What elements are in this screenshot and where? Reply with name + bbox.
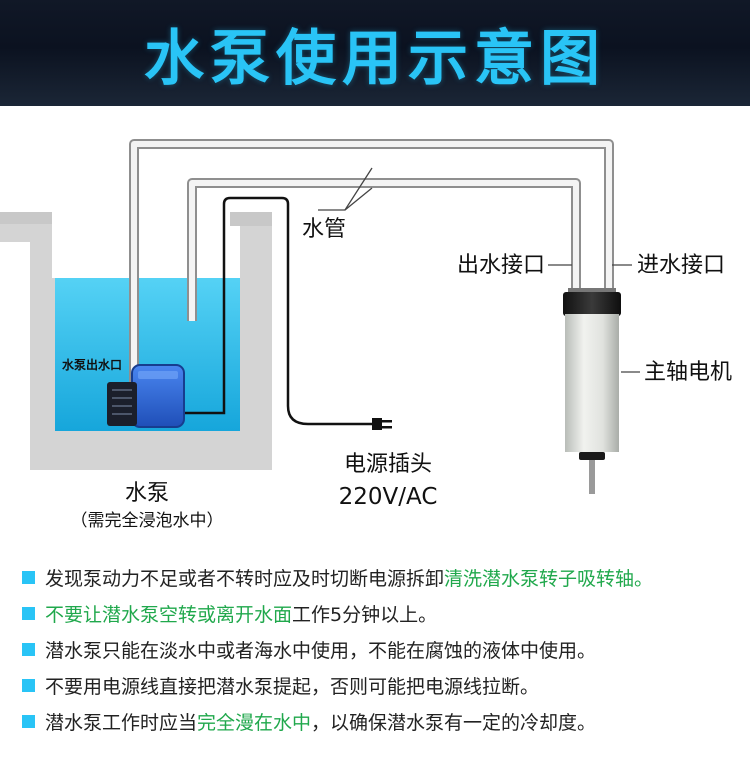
water-pipes: [129, 139, 614, 391]
bullet-square-icon: [22, 642, 35, 656]
note-item: 不要让潜水泵空转或离开水面工作5分钟以上。: [22, 600, 437, 626]
tank-rim-right: [230, 212, 272, 226]
pipe-label: 水管: [302, 217, 346, 242]
pump-label: 水泵: [125, 481, 169, 506]
tank-rim-left: [0, 212, 52, 224]
bullet-square-icon: [22, 714, 35, 728]
bullet-square-icon: [22, 678, 35, 692]
note-text: 不要用电源线直接把潜水泵提起，否则可能把电源线拉断。: [45, 675, 540, 698]
note-text: 潜水泵工作时应当: [45, 711, 198, 734]
bullet-square-icon: [22, 606, 35, 620]
leader-lines: [318, 167, 640, 373]
plug-icon: [372, 418, 392, 430]
voltage-label: 220V/AC: [339, 484, 438, 510]
power-cord: [178, 196, 372, 426]
header-banner: 水泵使用示意图: [0, 0, 750, 106]
note-item: 不要用电源线直接把潜水泵提起，否则可能把电源线拉断。: [22, 672, 539, 698]
pump-note: （需完全浸泡水中）: [71, 511, 224, 531]
tank-wall: [0, 212, 272, 470]
diagram-canvas: 水管 出水接口 进水接口 主轴电机 水泵出水口 电源插头 220V/AC 水泵 …: [0, 139, 732, 531]
note-text: 潜水泵只能在淡水中或者海水中使用，不能在腐蚀的液体中使用。: [45, 639, 597, 662]
note-highlight: 不要让潜水泵空转或离开水面: [45, 603, 293, 626]
inlet-label: 进水接口: [637, 253, 725, 278]
outlet-label: 出水接口: [457, 253, 545, 278]
pump-outlet-label: 水泵出水口: [62, 357, 122, 372]
bullet-square-icon: [22, 570, 35, 584]
note-text: 工作5分钟以上。: [292, 603, 438, 626]
note-item: 潜水泵只能在淡水中或者海水中使用，不能在腐蚀的液体中使用。: [22, 636, 596, 662]
motor-label: 主轴电机: [644, 360, 732, 385]
note-text: ，以确保潜水泵有一定的冷却度。: [311, 711, 597, 734]
page-title: 水泵使用示意图: [144, 23, 606, 94]
plug-label: 电源插头: [344, 452, 432, 477]
pump-diagram: 水管 出水接口 进水接口 主轴电机 水泵出水口 电源插头 220V/AC 水泵 …: [0, 106, 750, 540]
note-highlight: 清洗潜水泵转子吸转轴。: [444, 567, 654, 590]
motor-icon: [563, 288, 621, 494]
note-text: 发现泵动力不足或者不转时应及时切断电源拆卸: [45, 567, 445, 590]
note-item: 潜水泵工作时应当完全漫在水中，以确保潜水泵有一定的冷却度。: [22, 708, 596, 734]
pump-icon: [107, 364, 185, 428]
note-item: 发现泵动力不足或者不转时应及时切断电源拆卸清洗潜水泵转子吸转轴。: [22, 564, 653, 590]
note-highlight: 完全漫在水中: [197, 711, 312, 734]
